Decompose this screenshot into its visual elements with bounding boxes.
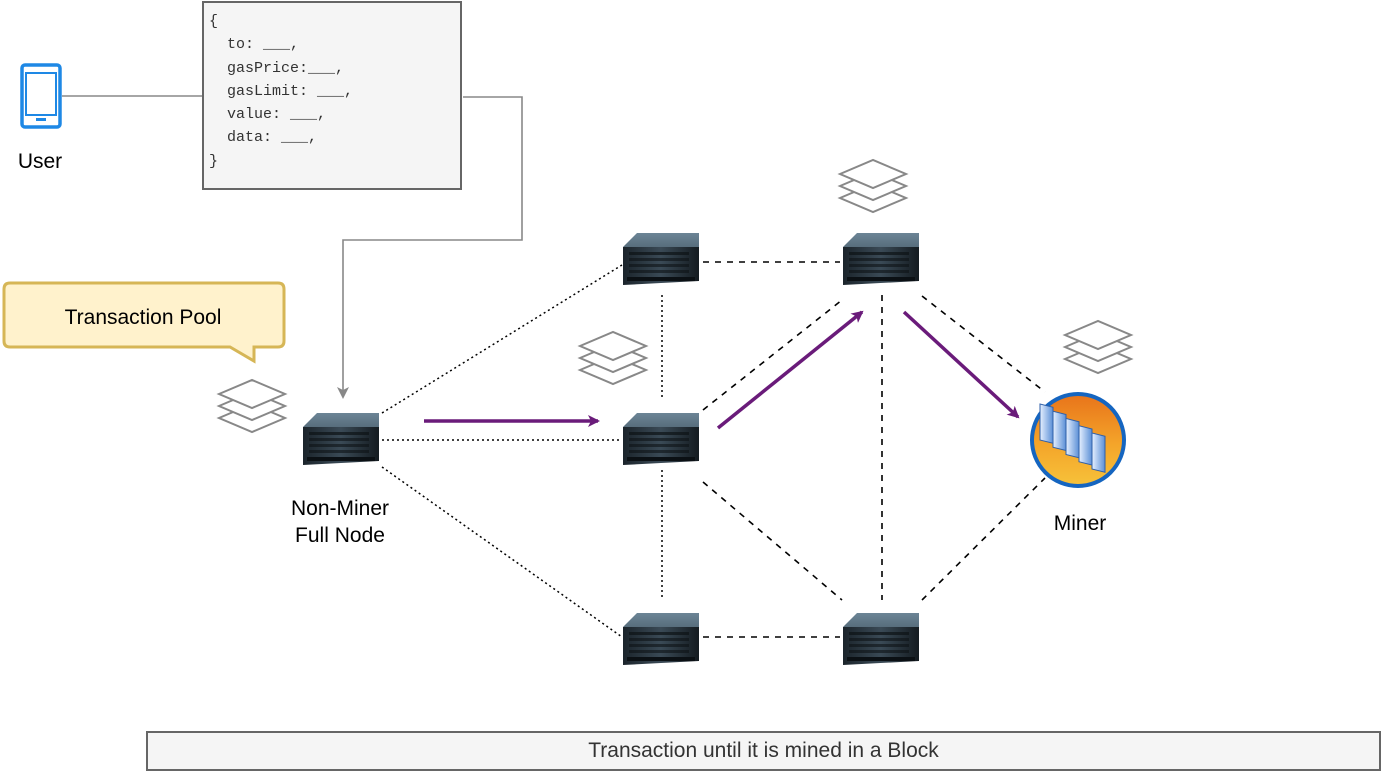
miner-label: Miner bbox=[1053, 512, 1107, 535]
server-icon-origin bbox=[303, 413, 379, 465]
smartphone-icon bbox=[20, 63, 62, 129]
transaction-pool-callout bbox=[2, 281, 286, 364]
layers-stack-icon bbox=[839, 159, 907, 213]
server-icon bbox=[623, 233, 699, 285]
transaction-object: { to: ___, gasPrice:___, gasLimit: ___, … bbox=[202, 1, 462, 190]
caption-bar: Transaction until it is mined in a Block bbox=[146, 731, 1381, 771]
transaction-line: gasPrice:___, bbox=[209, 59, 345, 77]
server-icon bbox=[843, 613, 919, 665]
transaction-line: value: ___, bbox=[209, 106, 327, 124]
miner-icon bbox=[1030, 392, 1126, 488]
transaction-pool-label: Transaction Pool bbox=[64, 306, 222, 329]
origin-node-label-line2: Full Node bbox=[295, 524, 385, 547]
origin-node-label-line1: Non-Miner bbox=[290, 497, 390, 520]
server-icon bbox=[623, 613, 699, 665]
user-label: User bbox=[17, 150, 63, 173]
transaction-to-node-connector bbox=[337, 96, 523, 399]
transaction-line: gasLimit: ___, bbox=[209, 82, 354, 100]
transaction-line: } bbox=[209, 152, 219, 170]
layers-stack-icon bbox=[1064, 320, 1132, 374]
layers-stack-icon bbox=[579, 331, 647, 385]
layers-stack-icon bbox=[218, 379, 286, 433]
dotted-link-bottom bbox=[381, 466, 623, 638]
transaction-line: { bbox=[209, 13, 219, 30]
server-icon bbox=[843, 233, 919, 285]
transaction-line: to: ___, bbox=[209, 36, 300, 54]
server-icon bbox=[623, 413, 699, 465]
transaction-line: data: ___, bbox=[209, 129, 318, 147]
peer-links bbox=[702, 261, 1046, 638]
dotted-link-top bbox=[381, 264, 623, 414]
propagation-arrow-3 bbox=[902, 310, 1020, 419]
propagation-arrow-2 bbox=[716, 310, 864, 430]
